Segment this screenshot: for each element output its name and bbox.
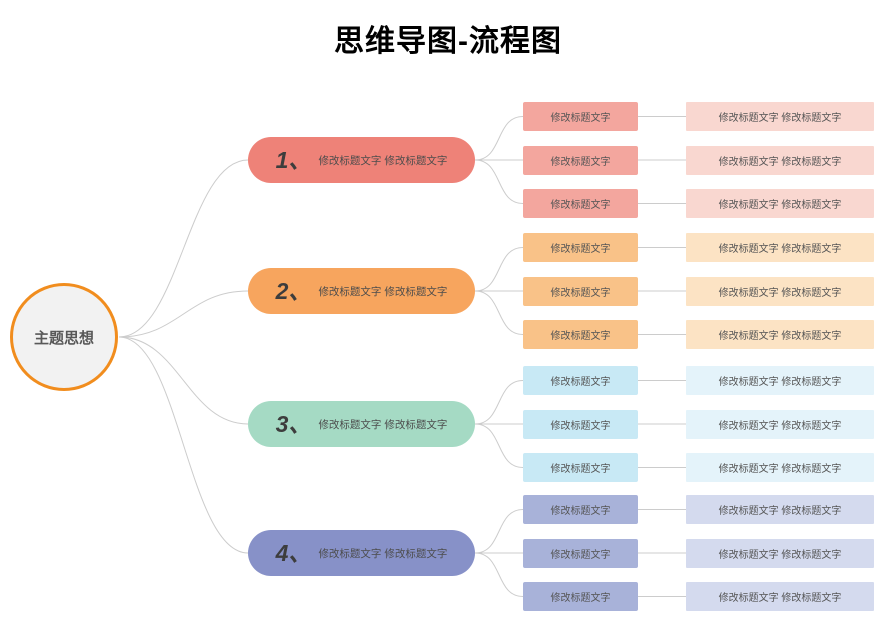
branch-label: 修改标题文字 修改标题文字 — [318, 154, 448, 167]
branch-number: 3、 — [275, 410, 312, 437]
branch-label: 修改标题文字 修改标题文字 — [318, 285, 448, 298]
connector-line — [118, 290, 249, 338]
central-topic-label: 主题思想 — [33, 329, 94, 347]
leaf-node[interactable]: 修改标题文字 修改标题文字 — [686, 145, 874, 175]
leaf-node[interactable]: 修改标题文字 修改标题文字 — [686, 233, 874, 262]
leaf-node[interactable]: 修改标题文字 修改标题文字 — [686, 538, 874, 568]
diagram-title: 思维导图-流程图 — [334, 25, 562, 58]
connector-line — [474, 290, 524, 335]
leaf-node[interactable]: 修改标题文字 修改标题文字 — [686, 582, 874, 611]
leaf-node[interactable]: 修改标题文字 修改标题文字 — [686, 366, 874, 395]
subtopic-node[interactable]: 修改标题文字 — [523, 233, 638, 262]
subtopic-node[interactable]: 修改标题文字 — [523, 453, 638, 482]
subtopic-node[interactable]: 修改标题文字 — [523, 409, 638, 439]
connector-line — [474, 159, 524, 204]
branch-number: 1、 — [275, 146, 312, 173]
branch-label: 修改标题文字 修改标题文字 — [318, 547, 448, 560]
connector-line — [474, 247, 524, 292]
connector-line — [474, 509, 524, 554]
connector-line — [474, 380, 524, 425]
branch-number: 4、 — [275, 539, 312, 566]
subtopic-node[interactable]: 修改标题文字 — [523, 189, 638, 218]
branch-label: 修改标题文字 修改标题文字 — [318, 418, 448, 431]
leaf-node[interactable]: 修改标题文字 修改标题文字 — [686, 276, 874, 306]
connector-line — [474, 552, 524, 597]
branch-number: 2、 — [275, 277, 312, 304]
leaf-node[interactable]: 修改标题文字 修改标题文字 — [686, 409, 874, 439]
leaf-node[interactable]: 修改标题文字 修改标题文字 — [686, 102, 874, 131]
branch-node-3[interactable]: 3、修改标题文字 修改标题文字 — [248, 401, 475, 447]
branch-node-1[interactable]: 1、修改标题文字 修改标题文字 — [248, 137, 475, 183]
subtopic-node[interactable]: 修改标题文字 — [523, 320, 638, 349]
leaf-node[interactable]: 修改标题文字 修改标题文字 — [686, 495, 874, 524]
subtopic-node[interactable]: 修改标题文字 — [523, 366, 638, 395]
connector-line — [118, 159, 249, 338]
subtopic-node[interactable]: 修改标题文字 — [523, 102, 638, 131]
leaf-node[interactable]: 修改标题文字 修改标题文字 — [686, 189, 874, 218]
subtopic-node[interactable]: 修改标题文字 — [523, 276, 638, 306]
connector-line — [118, 336, 249, 554]
branch-node-2[interactable]: 2、修改标题文字 修改标题文字 — [248, 268, 475, 314]
subtopic-node[interactable]: 修改标题文字 — [523, 582, 638, 611]
subtopic-node[interactable]: 修改标题文字 — [523, 145, 638, 175]
leaf-node[interactable]: 修改标题文字 修改标题文字 — [686, 320, 874, 349]
branch-node-4[interactable]: 4、修改标题文字 修改标题文字 — [248, 530, 475, 576]
leaf-node[interactable]: 修改标题文字 修改标题文字 — [686, 453, 874, 482]
subtopic-node[interactable]: 修改标题文字 — [523, 495, 638, 524]
connector-line — [474, 423, 524, 468]
connector-line — [474, 116, 524, 161]
central-topic-node[interactable]: 主题思想 — [10, 283, 118, 391]
connector-line — [118, 336, 249, 425]
subtopic-node[interactable]: 修改标题文字 — [523, 538, 638, 568]
